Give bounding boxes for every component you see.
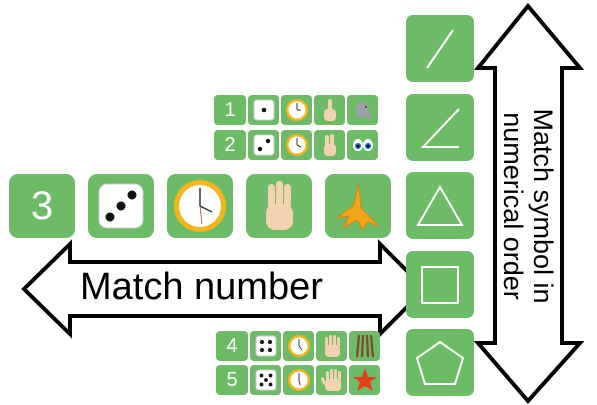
starfish-icon <box>352 368 377 391</box>
square-shape-icon <box>421 265 459 304</box>
one-finger-hand-icon <box>323 99 336 121</box>
shape-triangle-tile <box>406 172 474 239</box>
angle-shape-icon <box>420 107 460 148</box>
row5-starfish-tile <box>349 365 380 395</box>
row2-die-tile <box>248 130 279 160</box>
three-finger-hand-icon <box>266 181 293 230</box>
row4-number: 4 <box>226 335 238 357</box>
shape-square-tile <box>406 251 474 318</box>
match-symbol-line2: numerical order <box>498 112 528 300</box>
elephant-icon <box>354 102 372 121</box>
row3-die-tile <box>88 174 154 238</box>
two-finger-hand-icon <box>323 134 336 156</box>
row1-die-tile <box>248 95 279 125</box>
clock-icon <box>285 99 308 121</box>
clock-icon <box>174 180 226 232</box>
row2-eyes-tile <box>347 130 378 160</box>
five-finger-hand-icon <box>320 369 341 391</box>
die-two-icon <box>253 134 274 156</box>
duck-foot-icon <box>336 183 380 232</box>
die-four-icon <box>255 335 276 357</box>
row5-number: 5 <box>226 369 238 391</box>
row3-duck-foot-tile <box>325 174 391 238</box>
row5-clock-tile <box>283 365 314 395</box>
row3-number: 3 <box>30 184 54 228</box>
shape-line-tile <box>406 15 474 82</box>
row4-clock-tile <box>283 331 314 361</box>
row3-number-tile: 3 <box>9 174 75 238</box>
shape-angle-tile <box>406 94 474 161</box>
row3-hand-tile <box>246 174 312 238</box>
row4-number-tile: 4 <box>216 331 248 361</box>
row2-clock-tile <box>281 130 312 160</box>
row5-number-tile: 5 <box>216 365 248 395</box>
match-symbol-line1: Match symbol in <box>528 108 558 304</box>
pentagon-shape-icon <box>415 340 465 385</box>
row4-legs-tile <box>349 331 380 361</box>
legs-icon <box>355 334 374 358</box>
row2-number: 2 <box>224 134 236 156</box>
row4-die-tile <box>250 331 281 361</box>
die-one-icon <box>253 99 274 121</box>
row2-number-tile: 2 <box>214 130 246 160</box>
clock-icon <box>287 335 310 357</box>
row2-hand-tile <box>314 130 345 160</box>
match-number-label: Match number <box>80 266 323 308</box>
clock-icon <box>287 369 310 391</box>
eyes-icon <box>352 139 373 151</box>
triangle-shape-icon <box>416 184 464 226</box>
row3-clock-tile <box>167 174 233 238</box>
row1-number-tile: 1 <box>214 95 246 125</box>
row1-hand-tile <box>314 95 345 125</box>
row1-clock-tile <box>281 95 312 125</box>
die-five-icon <box>255 369 276 391</box>
four-finger-hand-icon <box>324 335 340 357</box>
shape-pentagon-tile <box>406 329 474 396</box>
row5-hand-tile <box>316 365 347 395</box>
line-shape-icon <box>426 28 454 69</box>
row5-die-tile <box>250 365 281 395</box>
row4-hand-tile <box>316 331 347 361</box>
row1-number: 1 <box>224 99 236 121</box>
clock-icon <box>285 134 308 156</box>
row1-animal-tile <box>347 95 378 125</box>
die-three-icon <box>98 183 144 229</box>
